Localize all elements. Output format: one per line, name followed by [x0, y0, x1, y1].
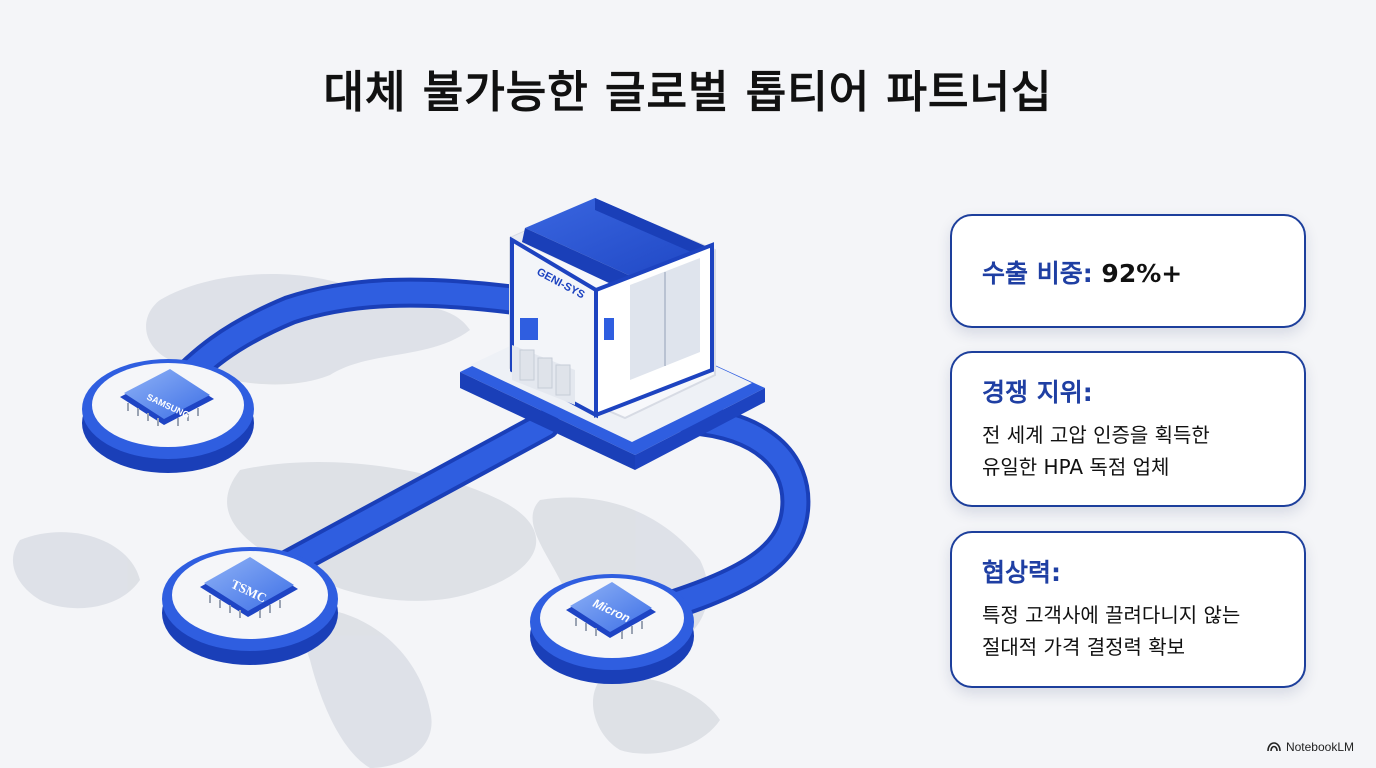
connection-tracks [153, 277, 811, 630]
competitive-position-heading: 경쟁 지위: [982, 378, 1093, 407]
partner-node-micron: Micron [530, 574, 694, 684]
notebooklm-watermark: NotebookLM [1267, 740, 1354, 754]
partner-node-samsung: SAMSUNG [82, 359, 254, 473]
export-share-value: 92%+ [1101, 259, 1183, 288]
competitive-position-text: 전 세계 고압 인증을 획득한 유일한 HPA 독점 업체 [982, 423, 1210, 479]
bargaining-power-text: 특정 고객사에 끌려다니지 않는 절대적 가격 결정력 확보 [982, 603, 1241, 659]
export-share-card: 수출 비중: 92%+ [950, 214, 1306, 328]
notebooklm-logo-icon [1267, 742, 1281, 752]
central-machine: GENI-SYS [460, 198, 765, 470]
bargaining-power-card: 협상력: 특정 고객사에 끌려다니지 않는 절대적 가격 결정력 확보 [950, 531, 1306, 688]
partner-node-tsmc: TSMC [162, 547, 338, 665]
competitive-position-card: 경쟁 지위: 전 세계 고압 인증을 획득한 유일한 HPA 독점 업체 [950, 351, 1306, 507]
page-title: 대체 불가능한 글로벌 톱티어 파트너십 [323, 67, 1053, 118]
brand-label: NotebookLM [1285, 740, 1354, 754]
export-share-heading: 수출 비중: 92%+ [982, 259, 1183, 288]
bargaining-power-heading: 협상력: [982, 558, 1061, 587]
